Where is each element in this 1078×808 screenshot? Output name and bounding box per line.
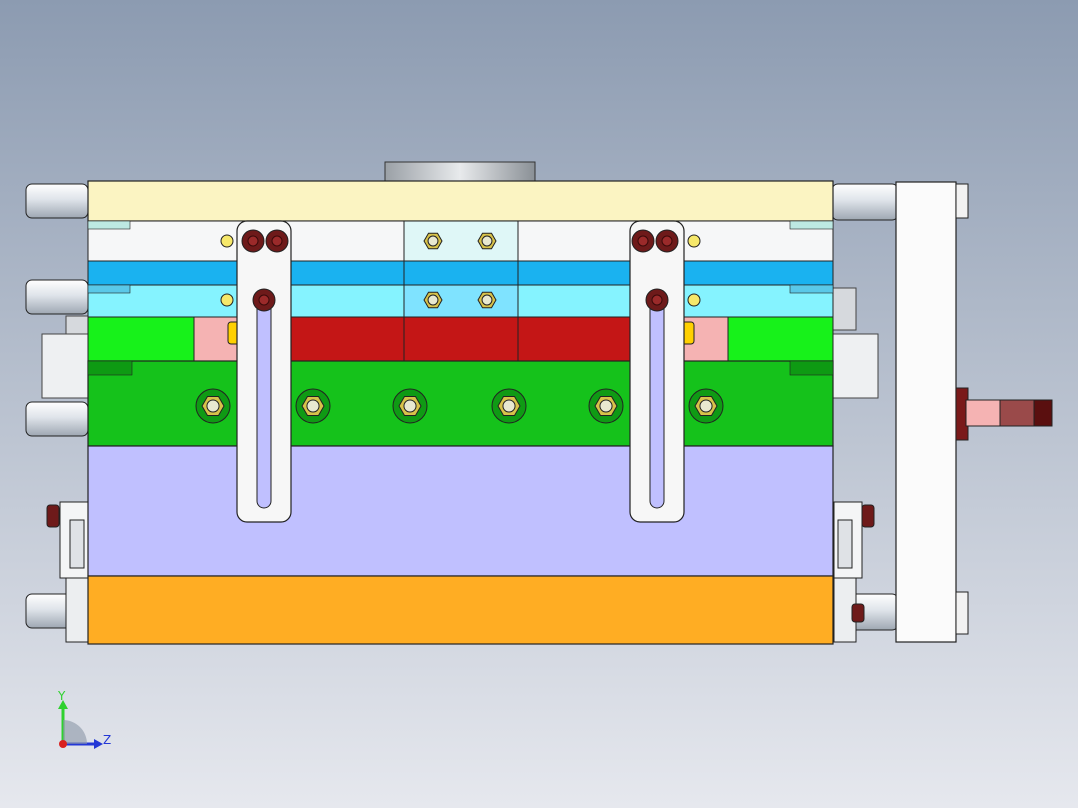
base-plate	[87, 575, 834, 645]
bolt-socket	[637, 235, 649, 247]
cyan-edge-right	[789, 284, 834, 294]
stripper-plate-row	[87, 220, 834, 262]
latch-bar-slot	[649, 289, 665, 509]
bolt-socket	[661, 235, 673, 247]
ejector-rod-end	[1033, 399, 1053, 427]
nut-bore	[306, 399, 320, 413]
left-support-tab	[65, 315, 91, 335]
ejector-rod-tip	[999, 399, 1037, 427]
hex-nut-group	[195, 232, 724, 424]
y-axis-arrow	[58, 700, 68, 709]
cavity-red	[253, 316, 667, 362]
latch-inner	[69, 519, 85, 569]
nut-bore	[699, 399, 713, 413]
cyan-plate-row	[87, 284, 834, 318]
bolt-socket	[247, 235, 259, 247]
latch-lower-bolt	[851, 603, 865, 623]
spacer-block	[87, 445, 834, 577]
ejector-rod	[965, 399, 1003, 427]
nut-bore	[481, 294, 493, 306]
blue-plate-center	[403, 260, 519, 286]
right-latch-assembly	[833, 501, 875, 643]
latch-bolt	[861, 504, 875, 528]
left-latch-assembly	[46, 501, 89, 643]
bolt-socket	[258, 294, 270, 306]
bolt-socket	[271, 235, 283, 247]
cyan-plate-center	[403, 284, 519, 318]
stripper-edge-right	[789, 220, 834, 230]
nut-bore	[502, 399, 516, 413]
top-clamp-plate	[87, 180, 834, 222]
nut-bore	[427, 235, 439, 247]
guide-pin	[25, 183, 89, 219]
guide-pin	[25, 279, 89, 315]
right-support-block	[831, 333, 879, 399]
cyan-edge-left	[87, 284, 131, 294]
bolt-socket	[651, 294, 663, 306]
cavity-row	[87, 316, 834, 362]
nut-bore	[403, 399, 417, 413]
green-plate-notch	[87, 360, 133, 376]
cavity-green-left	[87, 316, 195, 362]
x-axis-point	[59, 740, 67, 748]
brass-dot	[220, 234, 234, 248]
guide-pin	[25, 401, 89, 437]
nut-bore	[427, 294, 439, 306]
side-plate-bolt	[955, 183, 969, 219]
z-axis-label: Z	[103, 733, 111, 747]
socket-bolt-group	[241, 229, 679, 312]
cavity-green-right	[727, 316, 834, 362]
side-plate	[895, 181, 957, 643]
side-plate-bolt	[955, 591, 969, 635]
nut-bore	[206, 399, 220, 413]
y-axis-label: Y	[57, 689, 66, 703]
brass-dot	[220, 293, 234, 307]
xz-plane-wedge	[63, 720, 87, 744]
brass-dot	[687, 234, 701, 248]
right-support-tab	[831, 287, 857, 331]
ejector-side-plate	[895, 181, 1053, 643]
latch-lower-bracket	[65, 577, 89, 643]
nut-bore	[599, 399, 613, 413]
axis-triad: Y Z	[57, 689, 111, 749]
green-plate-notch	[789, 360, 834, 376]
stripper-plate-center	[403, 220, 519, 262]
z-axis-arrow	[94, 739, 103, 749]
latch-inner	[837, 519, 853, 569]
left-support-block	[41, 333, 91, 399]
latch-bolt	[46, 504, 60, 528]
blue-plate-row	[87, 260, 834, 286]
stripper-edge-left	[87, 220, 131, 230]
nut-bore	[481, 235, 493, 247]
latch-bar-slot	[256, 289, 272, 509]
guide-pin	[831, 183, 899, 221]
sprue-bushing	[384, 161, 536, 183]
brass-dots	[220, 234, 701, 307]
brass-dot	[687, 293, 701, 307]
